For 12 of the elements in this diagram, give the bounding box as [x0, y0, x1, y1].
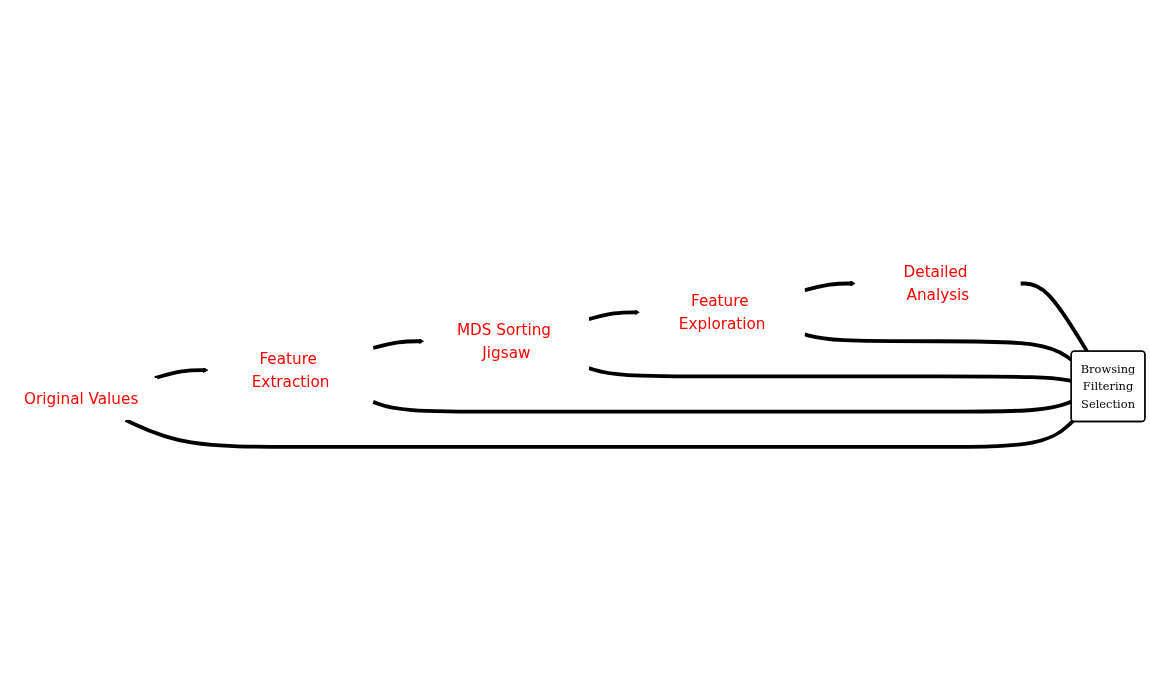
- node-text: Feature Extraction: [251, 349, 330, 391]
- arrow: [588, 309, 640, 321]
- connector: [124, 418, 1075, 449]
- node-text: Original Values: [24, 390, 139, 408]
- node-text: Feature Exploration: [678, 292, 766, 333]
- arrow: [154, 367, 209, 380]
- arrow: [804, 280, 856, 293]
- node-text: MDS Sorting Jigsaw: [456, 320, 552, 362]
- connector: [588, 366, 1072, 383]
- node-text: Detailed Analysis: [903, 263, 970, 304]
- arrow: [372, 338, 425, 350]
- connector: [1020, 281, 1089, 353]
